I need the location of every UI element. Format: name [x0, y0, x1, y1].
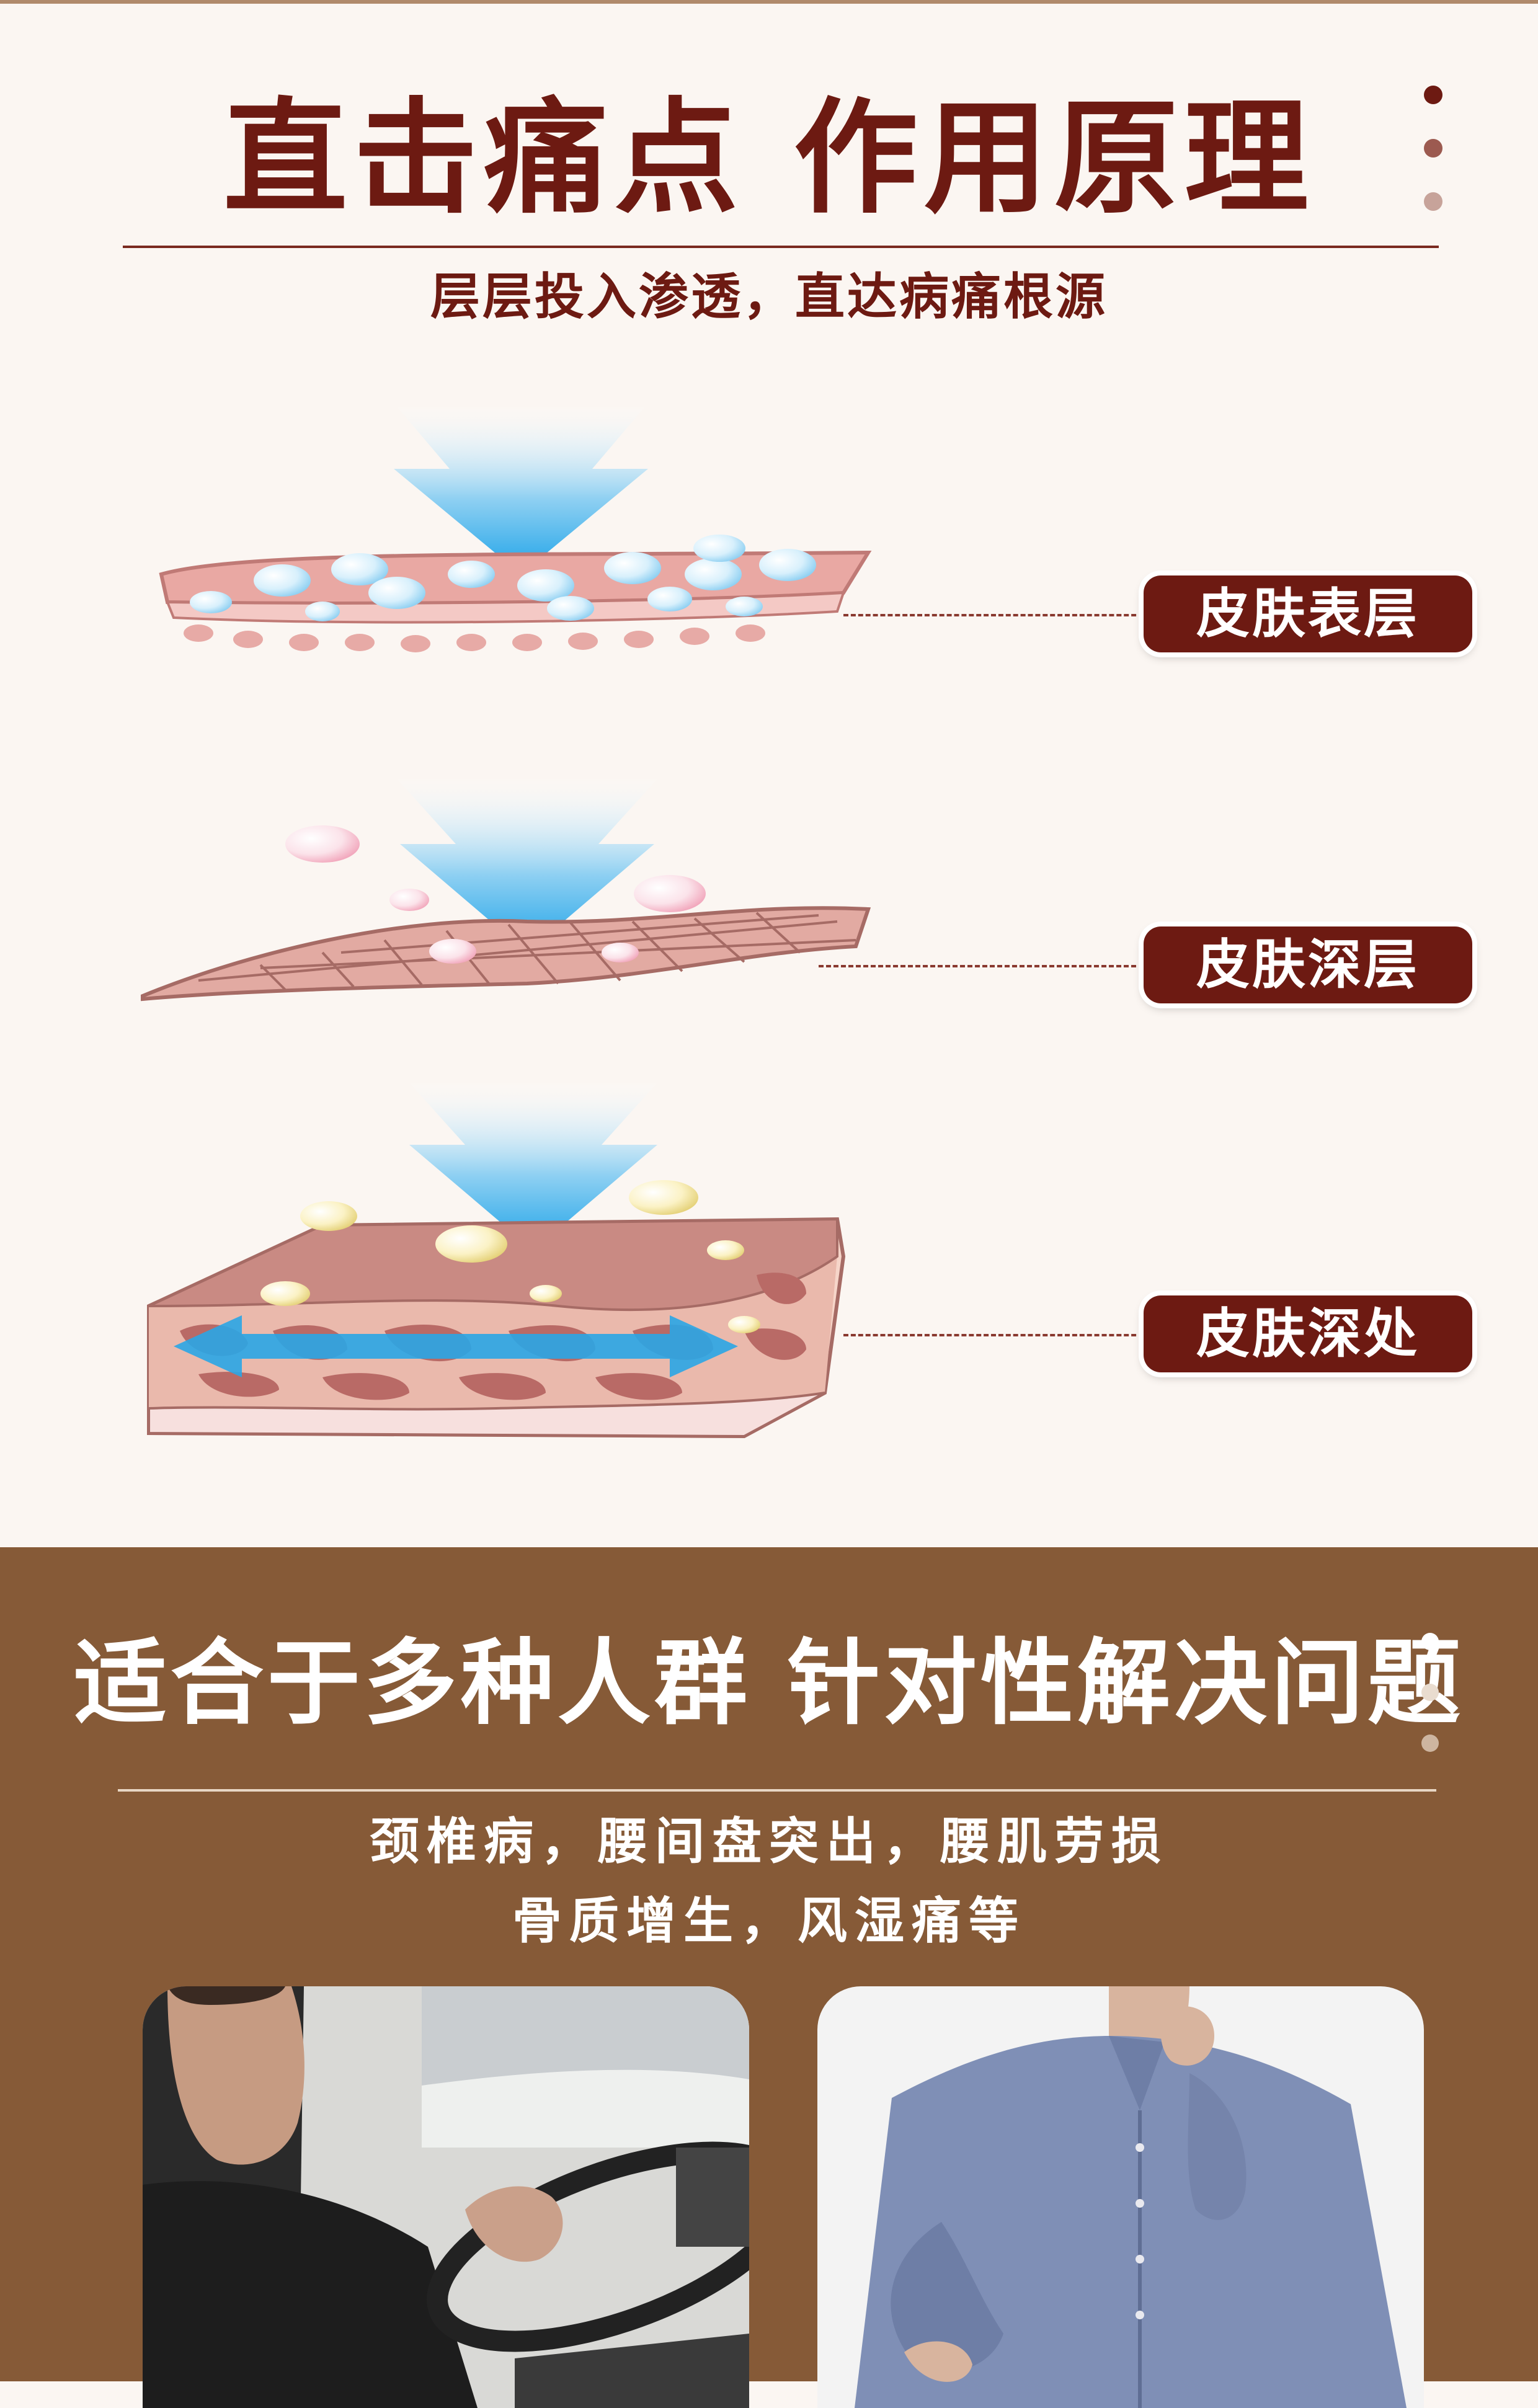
audience-title: 适合于多种人群 针对性解决问题: [73, 1630, 1465, 1738]
decorative-dots: [1424, 86, 1444, 216]
photo-driver-neck-pain: [143, 1986, 749, 2408]
mechanism-title: 直击痛点 作用原理: [223, 86, 1315, 231]
mechanism-subtitle: 层层投入渗透，直达病痛根源: [430, 268, 1108, 326]
audience-section: 适合于多种人群 针对性解决问题 颈椎病，腰间盘突出，腰肌劳损 骨质增生，风湿痛等: [0, 1547, 1538, 2408]
skin-deepest-illustration: [147, 1083, 846, 1439]
skin-surface-illustration: [159, 407, 872, 652]
decorative-dots: [1421, 1633, 1441, 1757]
title-divider: [118, 1789, 1436, 1792]
dot-icon: [1424, 139, 1442, 158]
title-divider: [123, 246, 1439, 248]
dot-icon: [1421, 1633, 1439, 1650]
label-skin-surface: 皮肤表层: [1144, 575, 1472, 652]
layer-connector: [843, 614, 1144, 616]
down-arrow-icon: [397, 779, 657, 953]
dot-icon: [1421, 1735, 1439, 1752]
down-arrow-icon: [394, 407, 648, 574]
dot-icon: [1421, 1684, 1439, 1701]
photo-woman-back-pain: [817, 1986, 1424, 2408]
skin-deep-illustration: [141, 779, 871, 1002]
layer-connector: [843, 1334, 1144, 1336]
audience-conditions-line1: 颈椎病，腰间盘突出，腰肌劳损: [370, 1813, 1168, 1870]
label-skin-deep: 皮肤深层: [1144, 926, 1472, 1003]
double-arrow-icon: [174, 1315, 738, 1377]
mechanism-section: 直击痛点 作用原理 层层投入渗透，直达病痛根源: [0, 0, 1538, 1439]
dot-icon: [1424, 86, 1442, 104]
layer-connector: [819, 965, 1144, 967]
down-arrow-icon: [409, 1083, 657, 1250]
label-skin-deepest: 皮肤深处: [1144, 1295, 1472, 1372]
audience-conditions-line2: 骨质增生，风湿痛等: [512, 1892, 1026, 1950]
dot-icon: [1424, 192, 1442, 211]
